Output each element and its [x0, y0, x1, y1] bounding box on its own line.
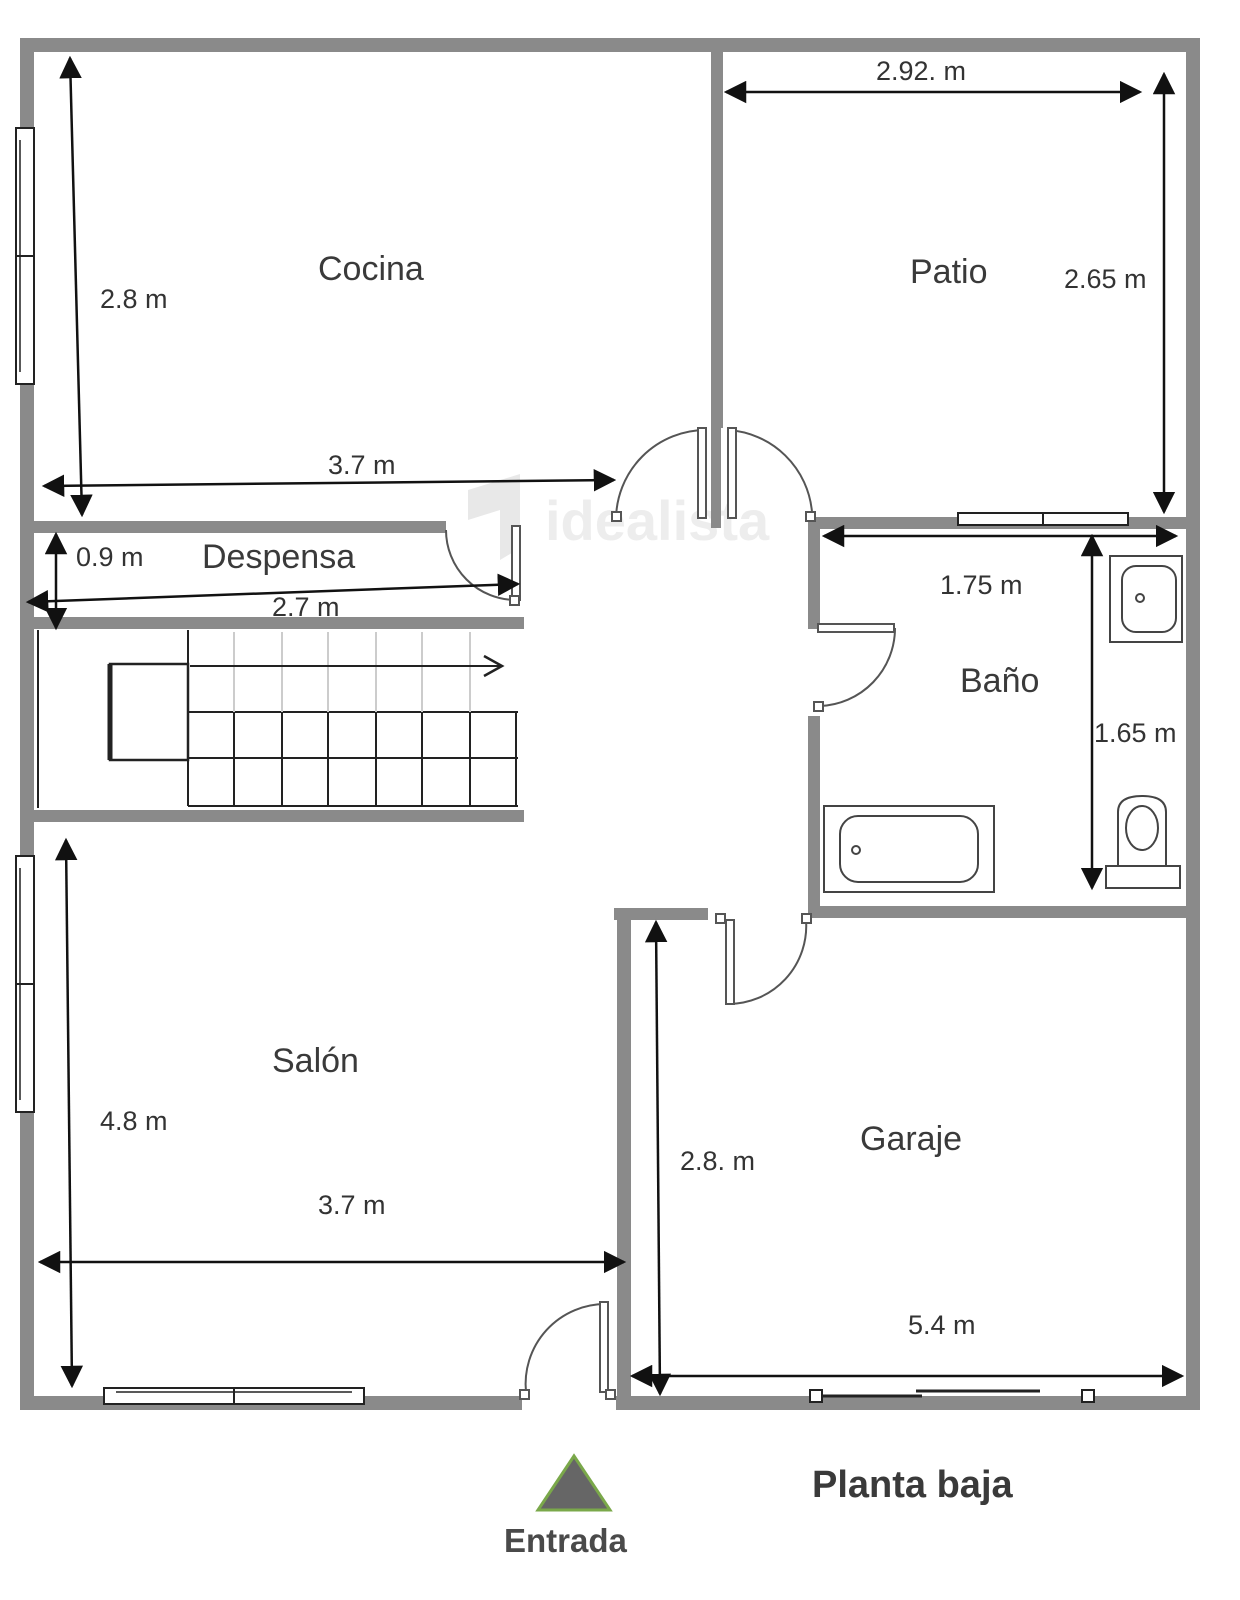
dim-label-cocina-height: 2.8 m	[100, 284, 168, 314]
garage-door-post-left	[809, 1389, 823, 1403]
door-cocina-leaf	[697, 427, 707, 519]
dim-label-despensa-width: 2.7 m	[272, 592, 340, 622]
dim-label-cocina-width: 3.7 m	[328, 450, 396, 480]
room-label-cocina: Cocina	[318, 250, 424, 288]
wall-bano-left-lower	[808, 716, 820, 916]
door-bano-leaf	[817, 623, 895, 633]
door-bano-arc	[819, 627, 896, 707]
walls	[20, 38, 1200, 1410]
room-label-bano: Baño	[960, 662, 1039, 700]
wall-garaje-top	[614, 908, 708, 920]
garage-door-post-right	[1081, 1389, 1095, 1403]
dim-line-garaje-height	[644, 919, 672, 1397]
entrance-arrow-icon	[535, 1453, 613, 1512]
dim-label-bano-height: 1.65 m	[1094, 718, 1177, 748]
windows	[15, 127, 1129, 1405]
dim-label-bano-width: 1.75 m	[940, 570, 1023, 600]
room-label-salon: Salón	[272, 1042, 359, 1080]
dim-line-cocina-width	[41, 468, 617, 498]
dim-line-salon-height	[54, 837, 84, 1389]
wall-cocina-patio-lower	[711, 428, 721, 528]
wall-cocina-despensa	[34, 521, 446, 533]
outer-wall-bottom-right	[616, 1396, 1200, 1410]
wall-salon-garaje	[617, 908, 631, 1408]
wall-cocina-patio	[711, 38, 723, 428]
wall-bano-left-upper	[808, 517, 820, 629]
dim-label-garaje-height: 2.8. m	[680, 1146, 755, 1176]
dim-label-salon-width: 3.7 m	[318, 1190, 386, 1220]
bathroom-fixtures	[823, 555, 1183, 893]
staircase	[37, 630, 518, 810]
wall-despensa-stairs	[24, 617, 524, 629]
door-garaje-arc	[727, 919, 808, 1006]
dim-label-salon-height: 4.8 m	[100, 1106, 168, 1136]
outer-wall-right	[1186, 38, 1200, 1410]
room-label-garaje: Garaje	[860, 1120, 962, 1158]
door-patio-leaf	[727, 427, 737, 519]
wall-bano-garaje	[808, 906, 1200, 918]
door-entrada-leaf	[599, 1301, 609, 1393]
dim-label-despensa-height: 0.9 m	[76, 542, 144, 572]
toilet-icon	[1105, 794, 1181, 889]
room-label-patio: Patio	[910, 253, 988, 291]
door-garaje-leaf	[725, 919, 735, 1005]
stair-landing	[108, 662, 190, 762]
dim-label-patio-height: 2.65 m	[1064, 264, 1147, 294]
wall-stairs-salon	[34, 810, 524, 822]
outer-wall-top	[20, 38, 1200, 52]
room-label-despensa: Despensa	[202, 538, 355, 576]
door-despensa-leaf	[511, 525, 521, 601]
door-cocina-arc	[615, 429, 707, 521]
dim-label-garaje-width: 5.4 m	[908, 1310, 976, 1340]
floor-title: Planta baja	[812, 1464, 1013, 1506]
door-patio-arc	[727, 429, 813, 513]
door-entrada-arc	[524, 1302, 607, 1393]
dimension-lines	[25, 55, 1185, 1397]
stair-direction-arrow	[483, 654, 505, 678]
dim-label-patio-width: 2.92. m	[876, 56, 966, 86]
entrance-label: Entrada	[504, 1522, 628, 1559]
dim-line-cocina-height	[59, 55, 93, 518]
dim-line-despensa-width	[25, 573, 521, 613]
